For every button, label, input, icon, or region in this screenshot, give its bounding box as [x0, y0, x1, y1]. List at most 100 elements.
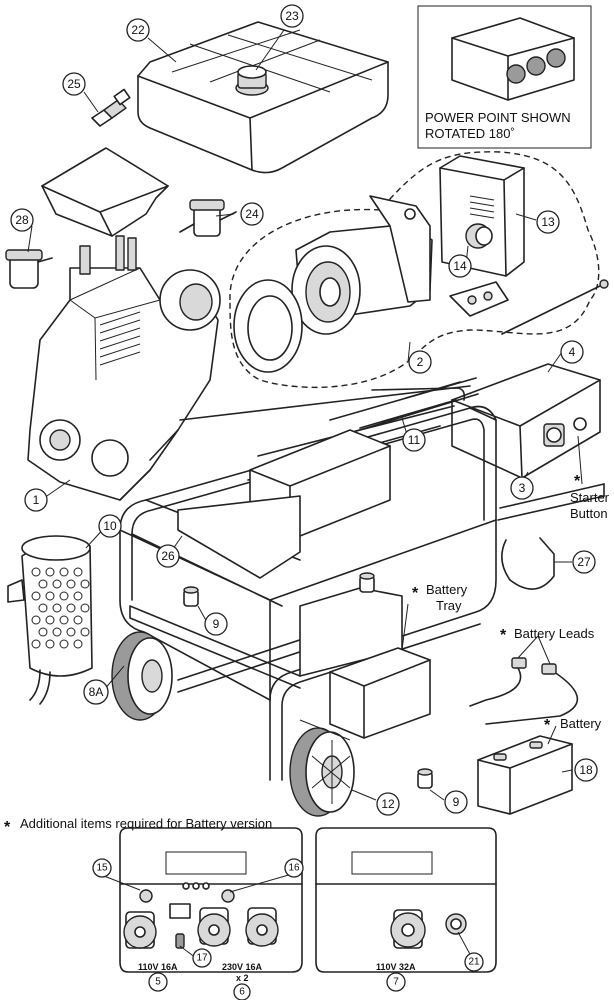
rating-110v-32a: 110V 32A: [376, 962, 416, 972]
callout-5: 5: [148, 972, 168, 992]
callout-4: 4: [560, 340, 584, 364]
wiring-harness: [449, 281, 509, 317]
alternator: [291, 195, 433, 335]
engine: [27, 235, 221, 501]
callout-2: 2: [408, 350, 432, 374]
svg-text:25: 25: [67, 77, 81, 91]
callout-12: 12: [376, 792, 400, 816]
svg-text:9: 9: [213, 617, 220, 631]
through-bolt: [501, 279, 609, 335]
callout-15: 15: [92, 858, 112, 878]
svg-text:7: 7: [393, 977, 399, 988]
callout-9-top: 9: [204, 612, 228, 636]
wheel-left: [111, 631, 173, 721]
inset-caption-line2: ROTATED 180˚: [425, 126, 515, 141]
callout-28: 28: [10, 208, 34, 232]
battery-leads: [469, 657, 579, 725]
svg-text:22: 22: [131, 23, 145, 37]
callout-16: 16: [284, 858, 304, 878]
starter-label-line1: Starter: [570, 490, 610, 505]
svg-text:3: 3: [519, 481, 526, 495]
footnote-asterisk: *: [4, 819, 11, 836]
svg-text:13: 13: [541, 215, 555, 229]
svg-text:4: 4: [569, 345, 576, 359]
svg-text:11: 11: [408, 433, 421, 447]
control-box-13: [439, 155, 525, 277]
svg-text:10: 10: [103, 519, 117, 533]
inset-caption-line1: POWER POINT SHOWN: [425, 110, 571, 125]
battery-tray-asterisk: *: [412, 585, 419, 602]
battery-tray-label-line1: Battery: [426, 582, 468, 597]
svg-text:1: 1: [33, 493, 40, 507]
svg-text:17: 17: [196, 953, 208, 964]
wheel-right: [289, 727, 355, 817]
svg-text:21: 21: [468, 957, 480, 968]
battery-asterisk: *: [544, 717, 551, 734]
rating-110v-16a: 110V 16A: [138, 962, 178, 972]
callout-27: 27: [572, 550, 596, 574]
frame: [119, 377, 497, 781]
earth-lead: [501, 537, 555, 590]
callout-1: 1: [24, 488, 48, 512]
svg-text:8A: 8A: [89, 685, 104, 699]
svg-text:24: 24: [245, 207, 259, 221]
svg-text:18: 18: [579, 763, 593, 777]
oil-filter: [5, 249, 53, 289]
power-panel-230v: [119, 827, 303, 973]
engine-cowl: [41, 147, 169, 237]
svg-text:12: 12: [381, 797, 395, 811]
starter-label-line2: Button: [570, 506, 608, 521]
battery-tray-label-line2: Tray: [436, 598, 462, 613]
callout-7: 7: [386, 972, 406, 992]
handle-rear: [497, 483, 605, 521]
rubber-mount: [183, 572, 433, 789]
footnote-text: Additional items required for Battery ve…: [20, 816, 272, 831]
svg-text:23: 23: [285, 9, 299, 23]
fuel-filter: [179, 199, 237, 237]
power-panel-32a: [315, 827, 497, 973]
callout-14: 14: [448, 254, 472, 278]
callout-17: 17: [192, 948, 212, 968]
callout-26: 26: [156, 544, 180, 568]
callout-3: 3: [510, 476, 534, 500]
adaptor-plate: [233, 279, 303, 373]
svg-text:15: 15: [96, 863, 108, 874]
svg-text:14: 14: [453, 259, 467, 273]
battery-label: Battery: [560, 716, 602, 731]
svg-text:2: 2: [417, 355, 424, 369]
rating-x2: x 2: [236, 973, 249, 983]
callout-13: 13: [536, 210, 560, 234]
callout-21: 21: [464, 952, 484, 972]
callout-23: 23: [280, 4, 304, 28]
svg-text:26: 26: [161, 549, 175, 563]
callout-24: 24: [240, 202, 264, 226]
leader-23: [255, 29, 285, 71]
battery-leads-asterisk: *: [500, 627, 507, 644]
svg-text:9: 9: [453, 795, 460, 809]
panel-26: [177, 495, 301, 579]
fuel-tank: [137, 21, 389, 174]
svg-text:27: 27: [577, 555, 591, 569]
battery-tray: [299, 587, 431, 739]
fuel-tap: [91, 88, 131, 127]
battery-leads-label: Battery Leads: [514, 626, 595, 641]
rating-230v-16a: 230V 16A: [222, 962, 263, 972]
callout-8a: 8A: [83, 679, 109, 705]
svg-text:6: 6: [239, 987, 245, 998]
starter-asterisk: *: [574, 473, 581, 490]
axle: [299, 719, 351, 741]
callout-25: 25: [62, 72, 86, 96]
callout-10: 10: [98, 514, 122, 538]
silencer: [7, 535, 93, 705]
power-point-inset: POWER POINT SHOWN ROTATED 180˚: [417, 5, 592, 149]
callout-11: 11: [402, 428, 426, 452]
handle-11: [359, 387, 466, 429]
callout-9-bottom: 9: [444, 790, 468, 814]
callout-6: 6: [233, 983, 251, 1000]
control-box: [451, 363, 601, 479]
svg-text:5: 5: [155, 977, 161, 988]
battery: [477, 735, 573, 815]
callout-18: 18: [574, 758, 598, 782]
callout-22: 22: [126, 18, 150, 42]
